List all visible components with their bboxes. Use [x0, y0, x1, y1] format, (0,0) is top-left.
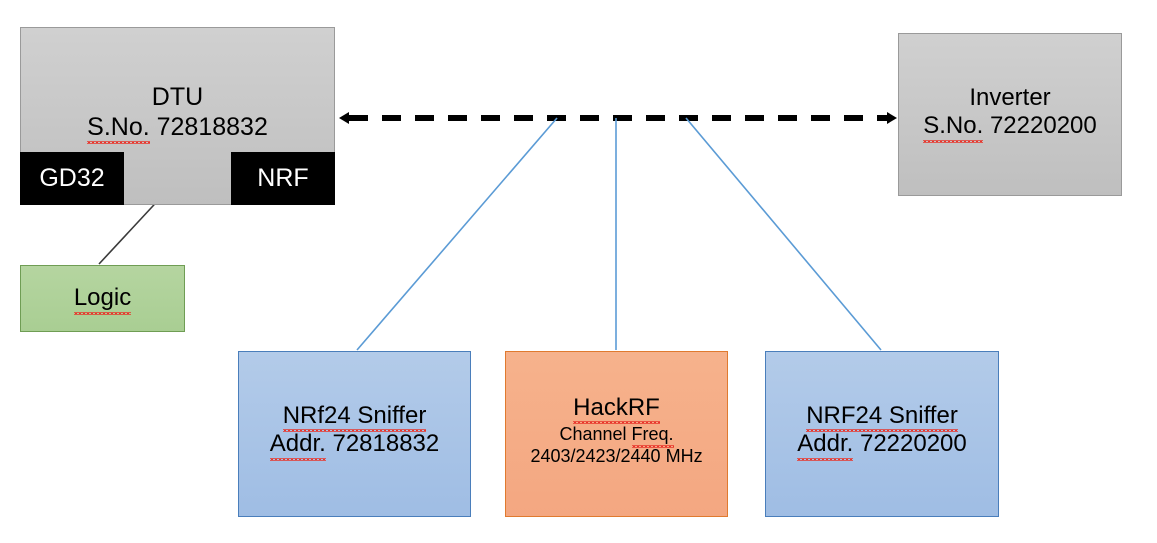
- inverter-serial: S.No. 72220200: [923, 112, 1097, 143]
- logic-label: Logic: [73, 284, 132, 315]
- sniffer-right-tap-line: [685, 117, 882, 351]
- hackrf-frequencies: 2403/2423/2440 MHz: [530, 445, 703, 466]
- dtu-serial-value: 72818832: [156, 112, 268, 141]
- sniffer-right-title: NRF24 Sniffer: [806, 402, 958, 433]
- sniffer-left-tap-line: [356, 117, 558, 351]
- sniffer-left-addr: Addr. 72818832: [269, 430, 440, 461]
- dtu-serial-prefix: S.No.: [87, 112, 150, 144]
- hackrf-freq-word: Freq.: [631, 424, 674, 448]
- nrf24-sniffer-right-node[interactable]: NRF24 Sniffer Addr. 72220200: [765, 351, 999, 517]
- sniffer-right-addr: Addr. 72220200: [797, 430, 967, 461]
- sniffer-right-addr-value: 72220200: [859, 430, 967, 458]
- hackrf-title-text: HackRF: [573, 394, 660, 425]
- inverter-title: Inverter: [969, 84, 1051, 111]
- hackrf-channel-label: Channel Freq.: [559, 424, 674, 448]
- hackrf-channel-word: Channel: [559, 424, 627, 445]
- gd32-chip[interactable]: GD32: [20, 152, 124, 205]
- inverter-serial-prefix: S.No.: [923, 112, 984, 143]
- inverter-serial-value: 72220200: [989, 112, 1097, 140]
- hackrf-node[interactable]: HackRF Channel Freq. 2403/2423/2440 MHz: [505, 351, 728, 517]
- sniffer-right-addr-prefix: Addr.: [797, 430, 854, 461]
- nrf-chip[interactable]: NRF: [231, 152, 335, 205]
- sniffer-left-addr-prefix: Addr.: [269, 430, 326, 461]
- nrf-label: NRF: [257, 164, 309, 192]
- sniffer-left-title-text: NRf24 Sniffer: [282, 402, 427, 433]
- hackrf-title: HackRF: [573, 394, 660, 425]
- dtu-title: DTU: [151, 83, 204, 111]
- dtu-serial: S.No. 72818832: [87, 112, 268, 144]
- logic-analyzer-node[interactable]: Logic: [20, 265, 185, 332]
- inverter-node[interactable]: Inverter S.No. 72220200: [898, 33, 1122, 196]
- sniffer-right-title-text: NRF24 Sniffer: [806, 402, 958, 433]
- gd32-label: GD32: [39, 164, 105, 192]
- sniffer-left-addr-value: 72818832: [332, 430, 440, 458]
- nrf24-sniffer-left-node[interactable]: NRf24 Sniffer Addr. 72818832: [238, 351, 471, 517]
- sniffer-left-title: NRf24 Sniffer: [282, 402, 427, 433]
